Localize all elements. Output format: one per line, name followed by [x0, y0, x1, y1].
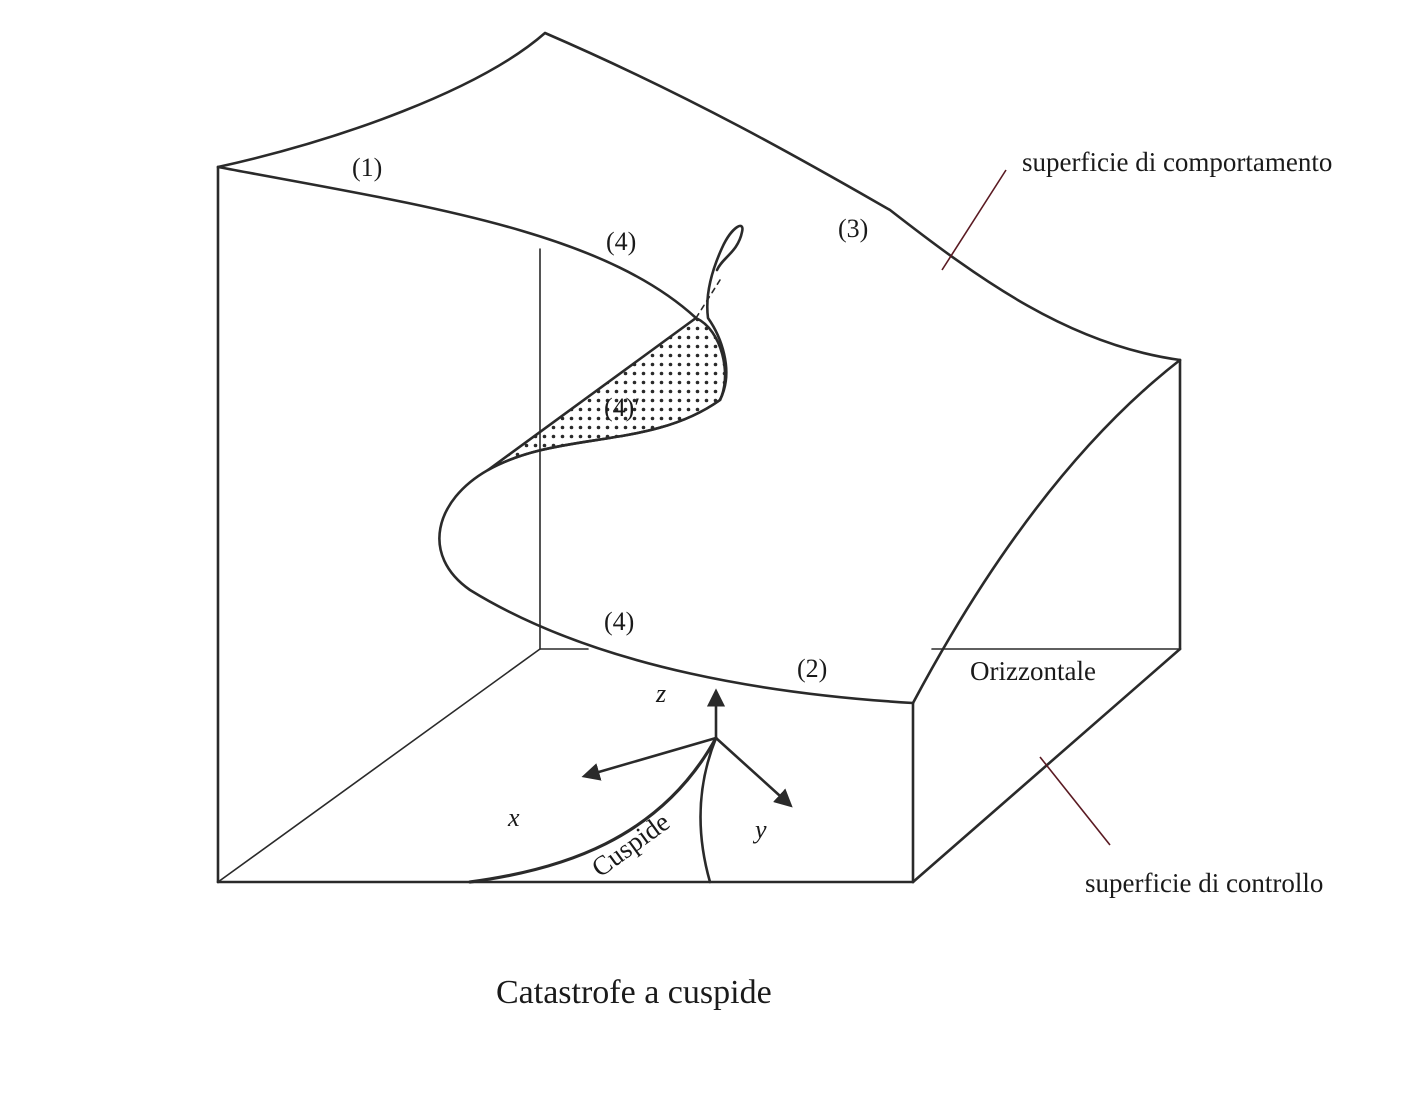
box-frame [216, 165, 1182, 884]
behavior-surface [216, 31, 1182, 705]
region-label-2: (2) [797, 654, 827, 683]
surface-right-edge [911, 358, 1182, 705]
figure-caption: Catastrofe a cuspide [496, 974, 772, 1011]
surface-back-edge [216, 31, 1182, 362]
y-axis-arrow [714, 736, 793, 808]
cusp-right-branch [699, 736, 718, 884]
region-label-4-prime: (4)′ [604, 393, 640, 422]
horizontal-label: Orizzontale [970, 656, 1096, 686]
fold-lower-curve [438, 468, 915, 705]
axis-label-z: z [655, 679, 666, 708]
region-label-4-bottom: (4) [604, 607, 634, 636]
region-label-4-top: (4) [606, 227, 636, 256]
surface-left-edge [216, 165, 698, 320]
hidden-fold-edge [695, 279, 721, 319]
region-label-3: (3) [838, 214, 868, 243]
left-floor-edge [217, 648, 541, 883]
control-plane [468, 688, 793, 884]
cusp-label: Cuspide [586, 807, 675, 883]
axis-label-y: y [752, 815, 767, 844]
region-label-1: (1) [352, 153, 382, 182]
control-surface-annotation: superficie di controllo [1085, 868, 1323, 898]
x-axis-arrow [581, 736, 718, 781]
overhang-shaded-region [487, 316, 727, 472]
behavior-surface-annotation: superficie di comportamento [1022, 147, 1332, 177]
behavior-surface-pointer [941, 169, 1007, 271]
axis-label-x: x [507, 803, 520, 832]
control-surface-pointer [1039, 756, 1111, 846]
cusp-left-branch [468, 736, 718, 884]
